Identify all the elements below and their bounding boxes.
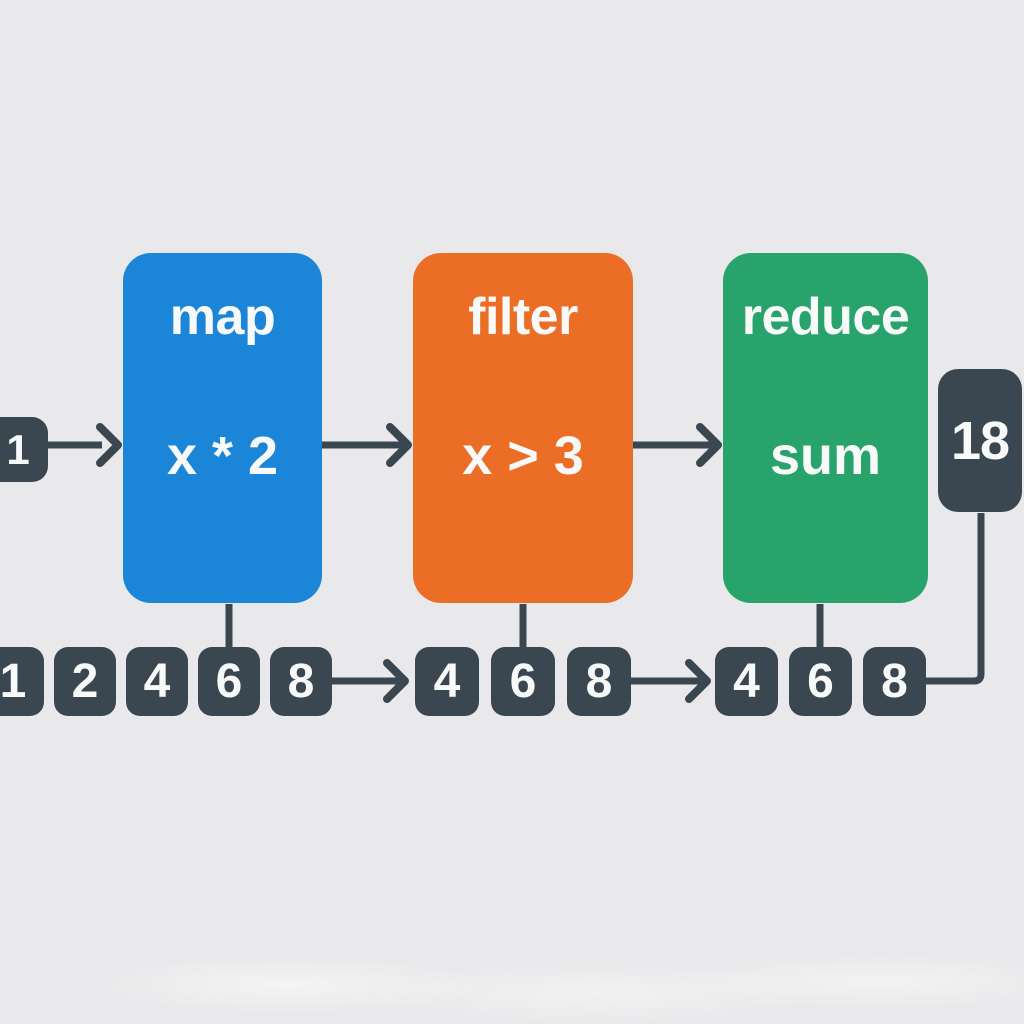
value-chip: 4 — [415, 647, 479, 716]
arrow-input-to-map — [48, 423, 122, 467]
output-value-box: 18 — [938, 369, 1022, 512]
connector-row3-to-output — [926, 513, 985, 685]
arrow-filter-to-reduce — [633, 423, 722, 467]
value-chip: 4 — [715, 647, 778, 716]
arrow-row2-to-row3 — [631, 659, 711, 703]
value-chip: 4 — [126, 647, 188, 716]
arrow-map-to-filter — [322, 423, 412, 467]
stage-filter: filter x > 3 — [413, 253, 633, 603]
stage-filter-label: filter — [468, 288, 578, 346]
stage-reduce-formula: sum — [769, 426, 882, 486]
arrow-row1-to-row2 — [332, 659, 409, 703]
value-chip: 6 — [491, 647, 555, 716]
input-value: 1 — [6, 425, 30, 473]
output-value: 18 — [950, 410, 1010, 471]
input-value-box: 1 — [0, 417, 48, 482]
value-chip: 6 — [789, 647, 852, 716]
stage-map-formula: x * 2 — [166, 426, 279, 486]
value-chip: 8 — [863, 647, 926, 716]
value-chip: 6 — [198, 647, 260, 716]
stage-map: map x * 2 — [123, 253, 322, 603]
value-chip: 1 — [0, 647, 44, 716]
stage-reduce: reduce sum — [723, 253, 928, 603]
stage-reduce-label: reduce — [741, 288, 910, 346]
value-chip: 2 — [54, 647, 116, 716]
stage-map-label: map — [169, 288, 276, 346]
stage-filter-formula: x > 3 — [462, 426, 584, 486]
value-chip: 8 — [567, 647, 631, 716]
value-chip: 8 — [270, 647, 332, 716]
